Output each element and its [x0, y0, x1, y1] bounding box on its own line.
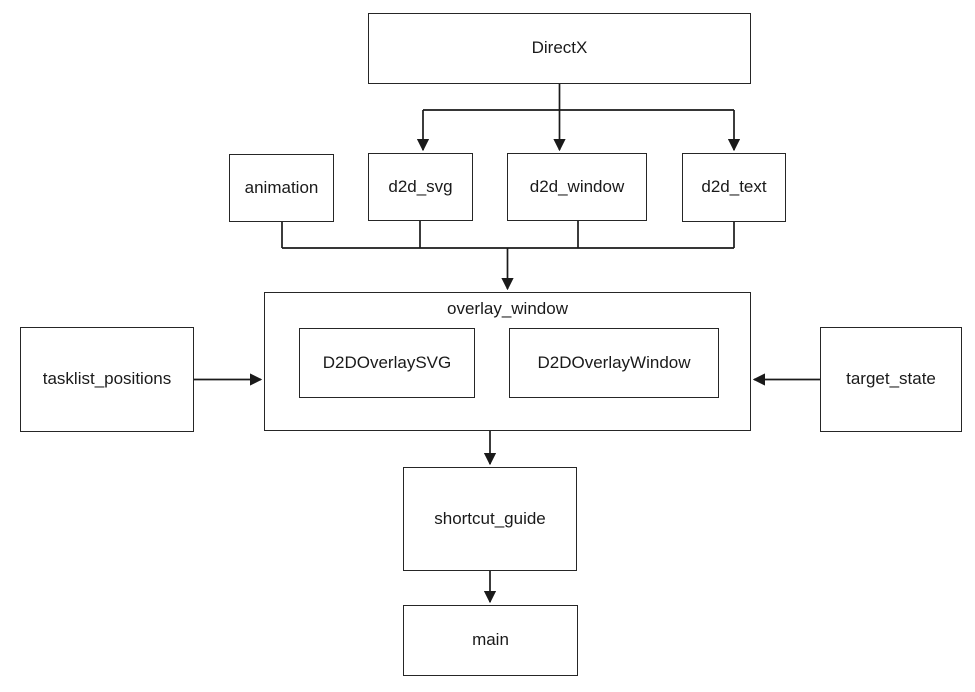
node-d2d-window: d2d_window: [507, 153, 647, 221]
node-main: main: [403, 605, 578, 676]
node-animation: animation: [229, 154, 334, 222]
node-d2d-overlay-window-label: D2DOverlayWindow: [537, 352, 691, 372]
node-d2d-text: d2d_text: [682, 153, 786, 222]
node-tasklist-positions: tasklist_positions: [20, 327, 194, 432]
node-directx-label: DirectX: [531, 38, 588, 58]
node-d2d-svg-label: d2d_svg: [388, 176, 453, 196]
node-d2d-text-label: d2d_text: [701, 177, 767, 197]
node-d2d-svg: d2d_svg: [368, 153, 473, 221]
node-d2d-overlay-svg: D2DOverlaySVG: [299, 328, 475, 398]
node-tasklist-positions-label: tasklist_positions: [42, 369, 172, 389]
node-d2d-window-label: d2d_window: [529, 176, 625, 196]
node-animation-label: animation: [244, 177, 319, 197]
node-target-state: target_state: [820, 327, 962, 432]
node-shortcut-guide-label: shortcut_guide: [434, 508, 546, 528]
node-target-state-label: target_state: [846, 369, 936, 389]
node-directx: DirectX: [368, 13, 751, 84]
node-overlay-window: overlay_window D2DOverlaySVG D2DOverlayW…: [264, 292, 751, 431]
node-d2d-overlay-window: D2DOverlayWindow: [509, 328, 719, 398]
node-shortcut-guide: shortcut_guide: [403, 467, 577, 571]
node-overlay-window-label: overlay_window: [447, 299, 568, 318]
node-main-label: main: [472, 630, 509, 650]
node-d2d-overlay-svg-label: D2DOverlaySVG: [322, 352, 452, 372]
